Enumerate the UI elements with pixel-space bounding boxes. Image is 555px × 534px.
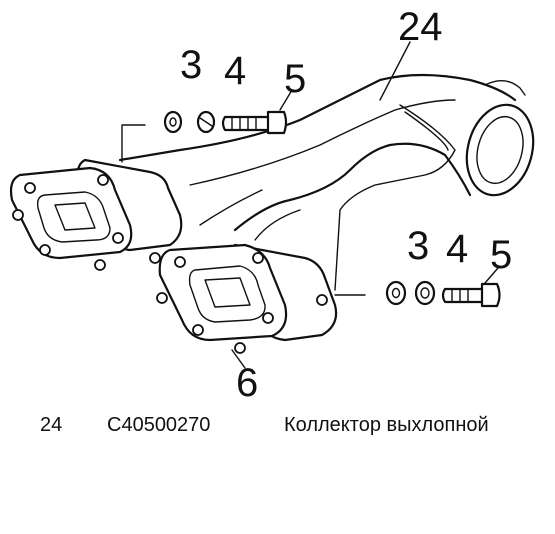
top-bolt bbox=[221, 110, 288, 135]
callout-manifold: 24 bbox=[398, 5, 443, 49]
right-washer bbox=[385, 280, 407, 306]
right-lockwasher bbox=[414, 280, 436, 306]
parts-list-row: 24 C40500270 Коллектор выхлопной bbox=[0, 414, 555, 440]
part-description: Коллектор выхлопной bbox=[284, 414, 489, 436]
callout-top-lockwasher: 4 bbox=[224, 49, 246, 93]
callout-top-washer: 3 bbox=[180, 43, 202, 87]
top-lockwasher bbox=[196, 110, 216, 134]
leader-top-bolt bbox=[279, 89, 293, 111]
part-code: C40500270 bbox=[107, 414, 211, 436]
callout-right-lockwasher: 4 bbox=[446, 227, 468, 271]
flange-right bbox=[156, 243, 338, 354]
callout-right-bolt: 5 bbox=[490, 233, 512, 277]
leader-right-bolt bbox=[484, 267, 499, 284]
leader-gasket bbox=[231, 349, 246, 369]
exhaust-manifold bbox=[118, 73, 535, 296]
callout-gasket: 6 bbox=[236, 361, 258, 400]
part-position: 24 bbox=[40, 414, 63, 436]
flange-left bbox=[9, 158, 183, 271]
callout-right-washer: 3 bbox=[407, 224, 429, 268]
right-bolt bbox=[441, 282, 501, 308]
leader-manifold bbox=[379, 41, 411, 101]
exploded-parts-diagram: 3 4 5 24 3 4 5 6 bbox=[9, 5, 535, 400]
top-washer bbox=[163, 110, 183, 134]
callout-top-bolt: 5 bbox=[284, 57, 306, 101]
